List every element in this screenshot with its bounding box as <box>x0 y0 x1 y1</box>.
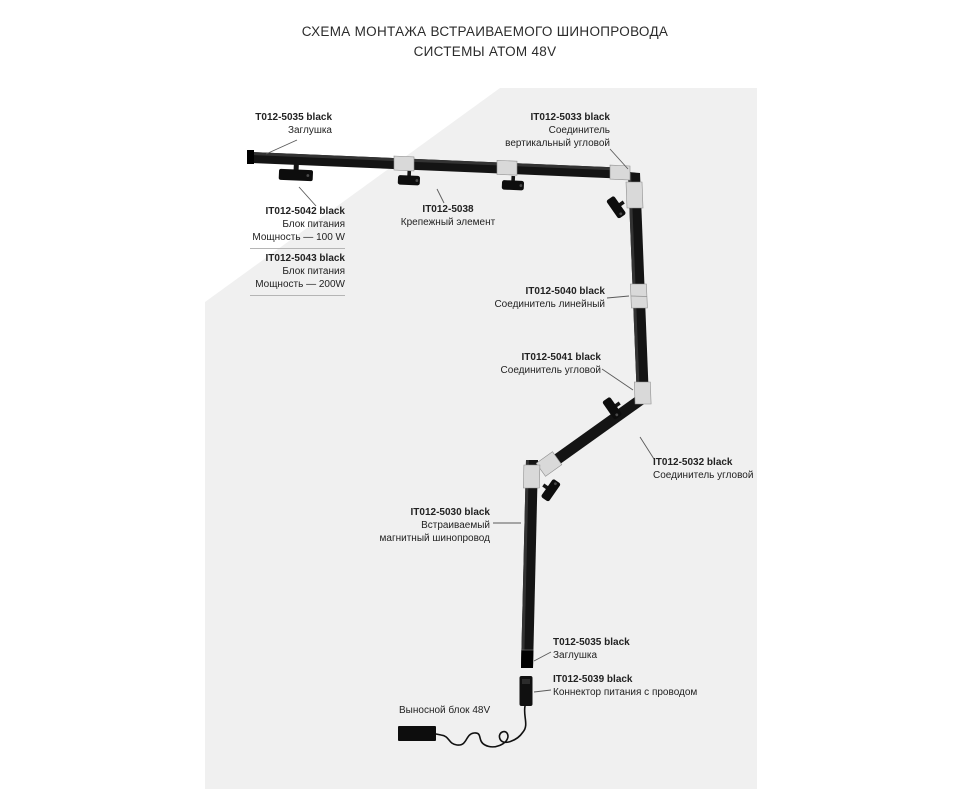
part-code: IT012-5033 black <box>530 112 611 123</box>
lower-track-sleeve <box>522 464 541 489</box>
part-desc: Мощность — 200W <box>255 279 345 290</box>
leader-line <box>298 186 317 207</box>
part-code: IT012-5038 <box>422 204 474 215</box>
corner-connector-lower <box>535 451 563 477</box>
label-fixing-clip: IT012-5038 Крепежный элемент <box>398 203 498 229</box>
part-code: IT012-5032 black <box>653 457 733 468</box>
linear-connector-seam <box>630 295 648 297</box>
end-cap-top <box>247 150 254 164</box>
label-vertical-corner-connector: IT012-5033 black Соединитель вертикальны… <box>498 111 610 150</box>
diagram-title-line2: СИСТЕМЫ АТОМ 48V <box>413 44 557 59</box>
part-desc: Блок питания <box>282 219 345 230</box>
label-magnetic-track: IT012-5030 black Встраиваемый магнитный … <box>376 506 490 545</box>
label-psu-200: IT012-5043 black Блок питания Мощность —… <box>250 252 345 296</box>
part-desc: Соединитель угловой <box>500 365 601 376</box>
part-code: IT012-5039 black <box>553 674 633 685</box>
leader-line <box>436 188 445 204</box>
label-corner-connector-1: IT012-5041 black Соединитель угловой <box>486 351 601 377</box>
label-endcap-top: T012-5035 black Заглушка <box>238 111 332 137</box>
leader-line <box>533 689 552 693</box>
part-desc: Соединитель угловой <box>653 470 754 481</box>
part-code: IT012-5041 black <box>521 352 602 363</box>
corner-connector-horizontal-part <box>609 164 631 181</box>
track-horizontal-highlight <box>252 152 630 171</box>
diagram-title-line1: СХЕМА МОНТАЖА ВСТРАИВАЕМОГО ШИНОПРОВОДА <box>301 24 669 39</box>
power-cord-wire <box>435 705 527 748</box>
leader-line <box>601 368 634 391</box>
leader-line <box>609 148 629 170</box>
part-desc: Заглушка <box>287 125 332 136</box>
vertical-corner-connector <box>625 181 644 209</box>
part-desc: вертикальный угловой <box>505 138 610 149</box>
power-supply-unit <box>278 163 314 182</box>
part-code: IT012-5042 black <box>265 206 346 217</box>
label-psu-100: IT012-5042 black Блок питания Мощность —… <box>250 205 345 249</box>
part-desc: Коннектор питания с проводом <box>553 687 698 698</box>
external-psu-box <box>398 726 436 741</box>
part-code: T012-5035 black <box>553 637 630 648</box>
corner-connector-upper <box>633 381 652 405</box>
label-power-connector: IT012-5039 black Коннектор питания с про… <box>553 673 713 699</box>
part-code: IT012-5043 black <box>265 253 346 264</box>
part-desc: Крепежный элемент <box>400 217 496 228</box>
fixing-clip-1 <box>393 155 415 172</box>
fixing-clip-2 <box>496 160 518 176</box>
part-desc: Соединитель <box>548 125 610 136</box>
part-desc: Заглушка <box>553 650 598 661</box>
part-desc: магнитный шинопровод <box>379 533 490 544</box>
label-linear-connector: IT012-5040 black Соединитель линейный <box>480 285 605 311</box>
part-code: T012-5035 black <box>255 112 332 123</box>
part-code: IT012-5040 black <box>525 286 606 297</box>
track-vertical-lower-highlight <box>521 460 529 668</box>
label-corner-connector-2: IT012-5032 black Соединитель угловой <box>653 456 768 482</box>
part-desc: Встраиваемый <box>421 520 490 531</box>
part-desc: Соединитель линейный <box>494 299 605 310</box>
leader-line <box>606 295 630 299</box>
power-connector <box>519 676 533 706</box>
leader-line <box>265 139 298 155</box>
end-cap-bottom <box>521 650 534 668</box>
leader-line <box>533 651 552 662</box>
part-desc: Блок питания <box>282 266 345 277</box>
part-desc: Мощность — 100 W <box>252 232 345 243</box>
part-code: IT012-5030 black <box>410 507 491 518</box>
leader-line <box>639 436 655 460</box>
diagram-title: СХЕМА МОНТАЖА ВСТРАИВАЕМОГО ШИНОПРОВОДА … <box>0 22 970 62</box>
part-desc: Выносной блок 48V <box>399 705 491 716</box>
label-external-psu: Выносной блок 48V <box>399 704 519 717</box>
wall-background <box>205 88 757 789</box>
label-endcap-bottom: T012-5035 black Заглушка <box>553 636 653 662</box>
